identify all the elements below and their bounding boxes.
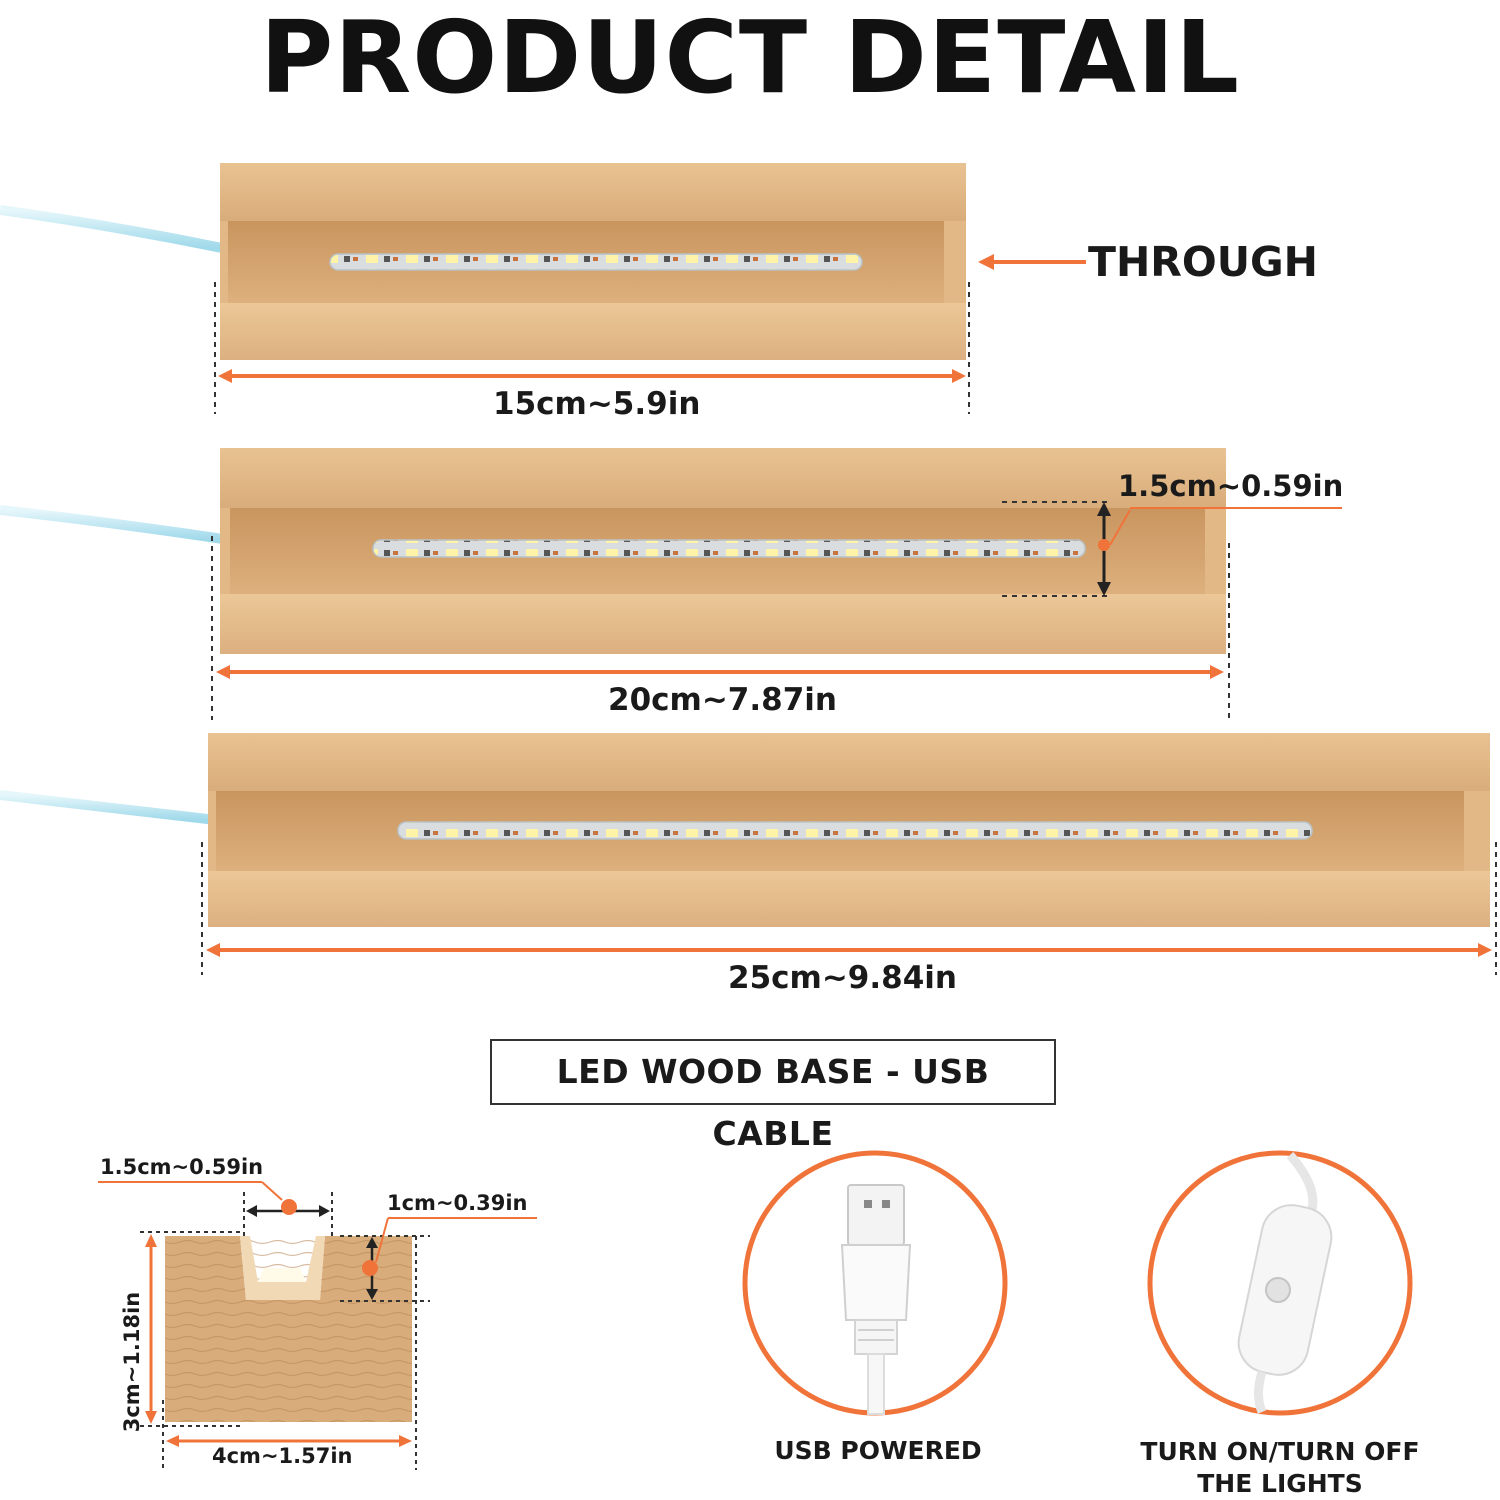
dimension-depth <box>1002 501 1342 597</box>
wood-base-15cm <box>0 163 966 360</box>
switch-caption: TURN ON/TURN OFF THE LIGHTS <box>1130 1436 1430 1500</box>
led-strip <box>329 253 863 271</box>
length-label-20cm: 20cm~7.87in <box>608 682 837 718</box>
through-arrow <box>978 254 1086 270</box>
dimension-15cm <box>214 282 970 414</box>
led-strip <box>397 821 1313 840</box>
usb-cable <box>0 790 217 825</box>
switch-caption-line1: TURN ON/TURN OFF <box>1140 1437 1420 1466</box>
product-box-label: LED WOOD BASE - USB CABLE <box>490 1039 1056 1153</box>
slot-width-label: 1.5cm~0.59in <box>100 1155 264 1179</box>
wood-base-25cm <box>0 733 1490 927</box>
usb-cable <box>0 505 231 545</box>
through-label: THROUGH <box>1088 238 1318 286</box>
dimension-25cm <box>201 842 1497 975</box>
page-title: PRODUCT DETAIL <box>259 0 1240 116</box>
length-label-25cm: 25cm~9.84in <box>728 960 957 996</box>
height-label: 3cm~1.18in <box>120 1291 144 1433</box>
inline-switch-illustration <box>1147 1150 1413 1416</box>
led-strip <box>372 539 1086 558</box>
depth-label: 1.5cm~0.59in <box>1118 469 1344 503</box>
slot-depth-label: 1cm~0.39in <box>387 1191 528 1215</box>
length-label-15cm: 15cm~5.9in <box>493 386 701 422</box>
dimension-20cm <box>211 536 1230 720</box>
usb-powered-caption: USB POWERED <box>774 1436 982 1465</box>
usb-cable <box>0 205 224 253</box>
usb-plug-illustration <box>742 1150 1008 1416</box>
switch-caption-line2: THE LIGHTS <box>1197 1469 1363 1498</box>
width-label: 4cm~1.57in <box>212 1444 353 1468</box>
wood-base-20cm <box>0 448 1226 654</box>
cross-section <box>98 1181 537 1470</box>
